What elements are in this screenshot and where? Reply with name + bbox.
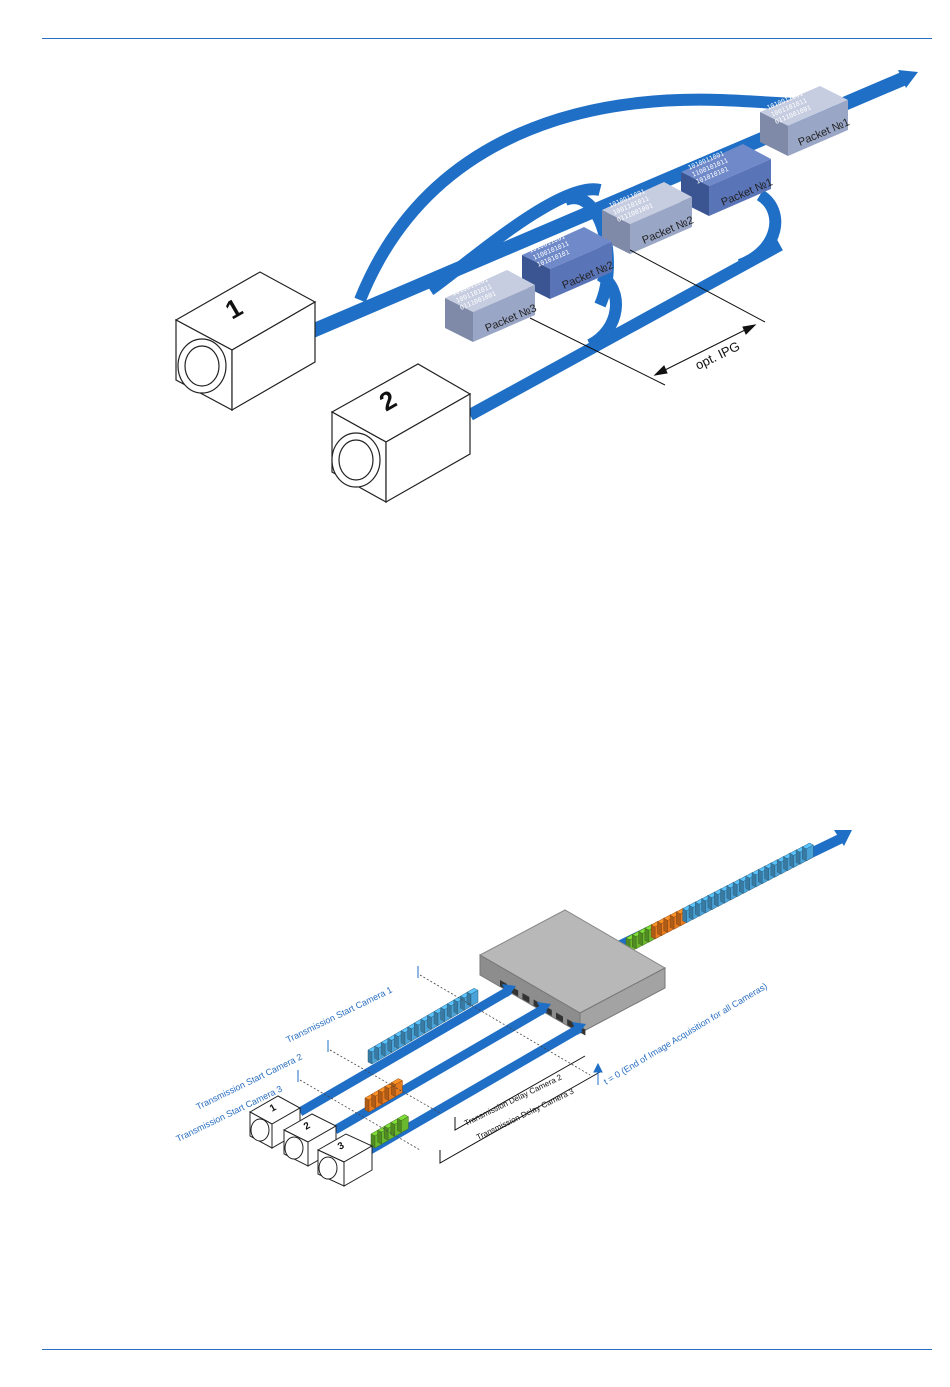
input-cable-arrows <box>502 984 586 1035</box>
camera-2-packet-train <box>364 1078 403 1113</box>
header-rule <box>42 38 932 39</box>
camera-2-small: 2 <box>282 1113 338 1167</box>
camera-1-small: 1 <box>248 1095 302 1149</box>
network-switch <box>478 909 667 1036</box>
ipg-dimension <box>529 249 766 386</box>
packet-interleaving-diagram: Packet №1 1010011001 1001101011 01110010… <box>174 70 918 504</box>
t-zero-marker <box>593 1062 603 1085</box>
footer-rule <box>42 1349 932 1350</box>
guide-lines <box>299 974 591 1151</box>
camera-2-line <box>467 189 783 421</box>
svg-text:3: 3 <box>336 1140 347 1153</box>
switch-port <box>567 1019 575 1029</box>
transmission-start-camera-1-label: Transmission Start Camera 1 <box>284 985 393 1045</box>
camera-3-small: 3 <box>316 1133 374 1187</box>
svg-text:1: 1 <box>268 1102 279 1115</box>
output-packets <box>625 842 814 953</box>
camera-3-packet-train <box>370 1114 409 1149</box>
camera-2: 2 <box>330 363 472 504</box>
camera-1-packet <box>466 987 479 1007</box>
camera-3-packet <box>396 1114 409 1134</box>
switch-port <box>556 1012 563 1023</box>
svg-text:2: 2 <box>302 1120 313 1133</box>
switch-port <box>522 993 530 1003</box>
delay-brackets <box>439 1055 601 1164</box>
camera-1: 1 <box>174 271 317 412</box>
start-tick-markers <box>297 966 419 1082</box>
camera-1-packet-train <box>367 987 479 1065</box>
output-packet <box>801 842 814 862</box>
